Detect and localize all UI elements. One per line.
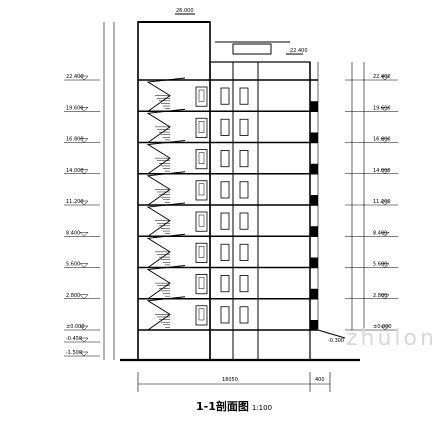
balcony-slab bbox=[310, 257, 318, 268]
window bbox=[220, 181, 230, 199]
stair-flight bbox=[146, 265, 186, 300]
door bbox=[195, 274, 208, 295]
window bbox=[220, 306, 230, 324]
level-label: 11.200 bbox=[66, 199, 84, 205]
window bbox=[239, 87, 249, 105]
level-label: 19.600 bbox=[66, 105, 84, 111]
door-panel bbox=[198, 308, 205, 321]
balcony-slab bbox=[310, 101, 318, 112]
balcony-slab bbox=[310, 288, 318, 299]
level-marker bbox=[380, 294, 390, 300]
level-marker bbox=[380, 138, 390, 143]
ground-level-label: -0.300 bbox=[328, 338, 344, 344]
door-panel bbox=[198, 246, 205, 258]
door-panel bbox=[198, 214, 205, 227]
window bbox=[220, 87, 230, 105]
level-marker bbox=[79, 232, 89, 237]
level-marker bbox=[380, 263, 390, 268]
window bbox=[239, 275, 249, 293]
level-label: 14.000 bbox=[66, 168, 84, 174]
window bbox=[239, 243, 249, 261]
level-marker bbox=[380, 169, 390, 175]
scale-text: 1:100 bbox=[251, 404, 273, 412]
door bbox=[195, 149, 208, 170]
window bbox=[239, 212, 249, 230]
building-outline bbox=[103, 13, 365, 392]
level-label: -1.500 bbox=[66, 350, 82, 356]
stair-flight bbox=[146, 202, 186, 237]
level-marker bbox=[79, 263, 89, 268]
door bbox=[195, 305, 208, 326]
balcony-slab bbox=[310, 226, 318, 237]
level-label: 2.800 bbox=[373, 293, 387, 299]
stair-flight bbox=[146, 296, 186, 331]
door-panel bbox=[198, 183, 205, 196]
window bbox=[220, 118, 230, 136]
level-marker bbox=[79, 294, 89, 300]
door-panel bbox=[198, 121, 205, 133]
level-marker bbox=[380, 325, 390, 331]
level-label: 5.600 bbox=[373, 262, 387, 268]
level-marker bbox=[380, 200, 390, 206]
watermark-text: zhulong bbox=[346, 326, 438, 351]
door bbox=[195, 242, 208, 263]
level-marker bbox=[380, 75, 390, 81]
balcony-slab bbox=[310, 195, 318, 205]
stair-flight bbox=[146, 77, 186, 112]
door-panel bbox=[198, 277, 205, 289]
window bbox=[239, 150, 249, 168]
level-marker bbox=[79, 200, 89, 206]
door bbox=[195, 211, 208, 232]
level-label: 22.400 bbox=[66, 74, 84, 80]
door bbox=[195, 117, 208, 138]
window bbox=[220, 150, 230, 168]
level-label: -0.450 bbox=[66, 336, 82, 342]
window bbox=[239, 118, 249, 136]
window bbox=[220, 243, 230, 261]
balcony-slab bbox=[310, 132, 318, 143]
window bbox=[220, 275, 230, 293]
stair-flight bbox=[146, 171, 186, 206]
level-label: ±0.000 bbox=[66, 324, 85, 330]
parapet-level-label: 22.400 bbox=[290, 48, 308, 54]
level-label: 8.400 bbox=[66, 230, 80, 236]
level-marker bbox=[79, 138, 89, 143]
level-marker bbox=[79, 337, 89, 343]
balcony-slab bbox=[310, 163, 318, 174]
stair-flight bbox=[146, 233, 186, 268]
door bbox=[195, 86, 208, 107]
level-label: 8.400 bbox=[373, 230, 387, 236]
level-marker bbox=[380, 107, 390, 112]
balcony-slab bbox=[310, 320, 318, 330]
roof-level-label: 26.000 bbox=[176, 8, 194, 14]
level-label: 2.800 bbox=[66, 293, 80, 299]
level-marker bbox=[79, 351, 89, 357]
door-panel bbox=[198, 152, 205, 164]
dimension-label: 400 bbox=[315, 377, 325, 383]
door bbox=[195, 180, 208, 201]
level-label: 5.600 bbox=[66, 262, 80, 268]
door-panel bbox=[198, 89, 205, 102]
generated-marks: 22.400 19.600 16.800 14.000 11.200 8.400 5.600… bbox=[64, 8, 398, 383]
window bbox=[239, 181, 249, 199]
level-label: 16.800 bbox=[66, 137, 84, 143]
window bbox=[239, 306, 249, 324]
stair-flight bbox=[146, 108, 186, 143]
window bbox=[220, 212, 230, 230]
level-marker bbox=[380, 232, 390, 237]
level-marker bbox=[79, 169, 89, 175]
level-marker bbox=[79, 325, 89, 331]
stair-flight bbox=[146, 140, 186, 175]
level-marker bbox=[79, 75, 89, 81]
title-text: 1-1剖面图 bbox=[196, 400, 249, 413]
level-marker bbox=[79, 107, 89, 112]
dimension-label: 18050 bbox=[222, 377, 238, 383]
